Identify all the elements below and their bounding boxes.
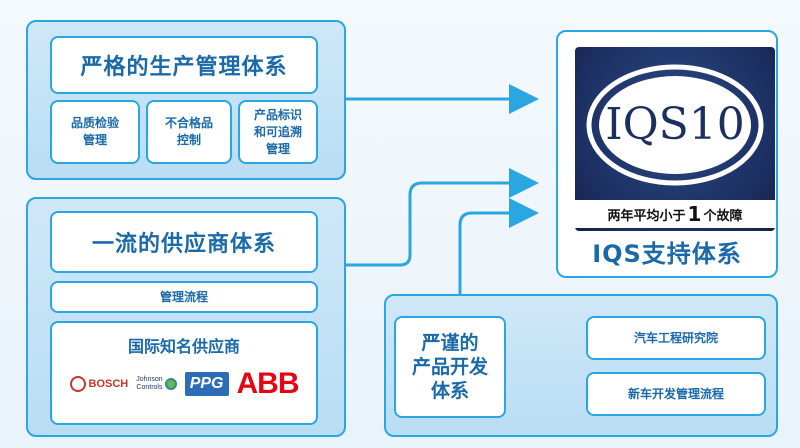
supplier-logos: BOSCH Johnson Controls PPG ABB [69, 367, 300, 401]
nonconforming-control-box: 不合格品 控制 [146, 100, 232, 164]
production-title: 严格的生产管理体系 [50, 36, 318, 94]
famous-suppliers-box: 国际知名供应商 BOSCH Johnson Controls PPG ABB [50, 321, 318, 425]
supplier-title: 一流的供应商体系 [50, 211, 318, 273]
iqs10-emblem [586, 64, 764, 186]
traceability-box: 产品标识 和可追溯 管理 [238, 100, 318, 164]
product-development-panel: 严谨的 产品开发 体系 汽车工程研究院 新车开发管理流程 [384, 294, 778, 437]
new-car-development-process-box: 新车开发管理流程 [586, 372, 766, 416]
famous-suppliers-title: 国际知名供应商 [127, 337, 240, 356]
bosch-logo: BOSCH [69, 376, 128, 392]
abb-logo: ABB [236, 367, 300, 400]
auto-engineering-institute-box: 汽车工程研究院 [586, 316, 766, 360]
bosch-emblem-icon [69, 376, 86, 392]
arrow-development-to-iqs [458, 198, 539, 295]
quality-inspection-box: 品质检验 管理 [50, 100, 140, 164]
johnson-controls-emblem-icon [164, 378, 177, 390]
iqs10-badge-text: IQS10 [605, 99, 745, 150]
iqs-system-title: IQS支持体系 [592, 240, 742, 268]
ppg-logo: PPG [184, 372, 229, 396]
production-management-panel: 严格的生产管理体系 品质检验 管理 不合格品 控制 产品标识 和可追溯 管理 [26, 20, 346, 180]
johnson-controls-logo: Johnson Controls [136, 376, 177, 392]
iqs-tagline: 两年平均小于 1 个故障 [575, 200, 775, 228]
arrow-supplier-to-iqs [345, 168, 539, 267]
supplier-system-panel: 一流的供应商体系 管理流程 国际知名供应商 BOSCH Johnson Cont… [26, 197, 346, 437]
development-title: 严谨的 产品开发 体系 [394, 316, 506, 418]
management-process-box: 管理流程 [50, 281, 318, 313]
